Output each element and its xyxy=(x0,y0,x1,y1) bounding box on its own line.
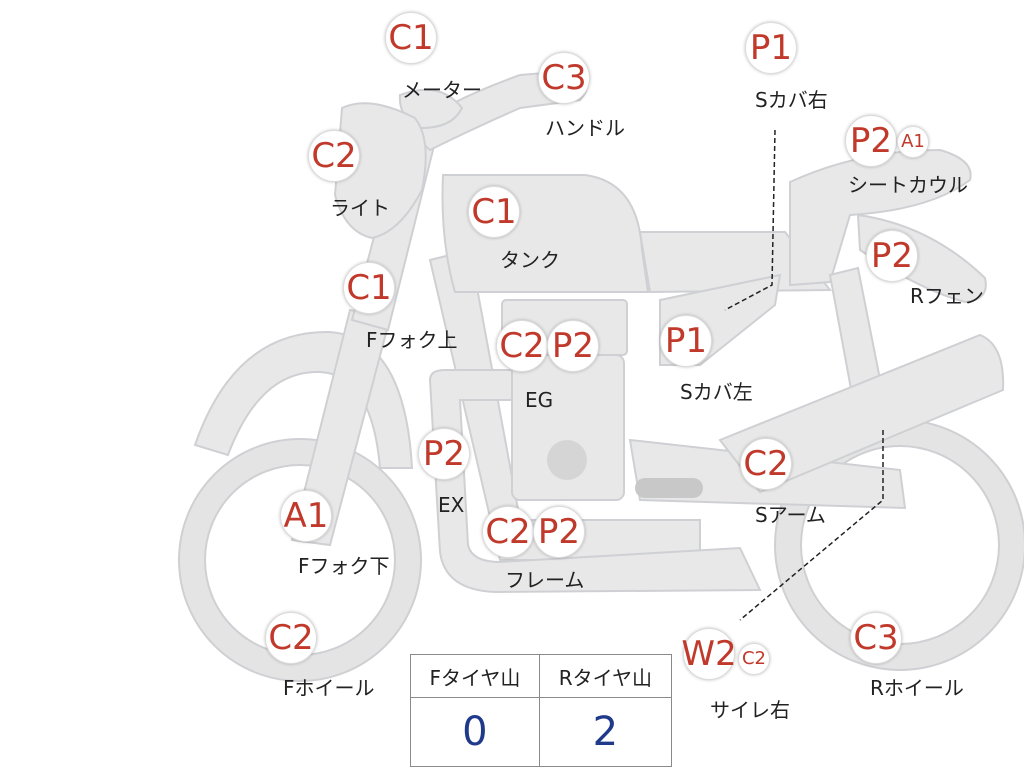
part-label: ハンドル xyxy=(545,116,625,140)
frame-downtube-shape xyxy=(428,369,762,594)
grade-badge: P1 xyxy=(745,22,797,74)
grade-badge: P2 xyxy=(418,428,470,480)
part-label: フレーム xyxy=(505,568,585,592)
part-label: Sアーム xyxy=(755,503,826,527)
leader-line-muffler-right xyxy=(739,430,884,621)
grade-badge: C3 xyxy=(538,52,590,104)
grade-badge: P1 xyxy=(660,315,712,367)
part-label: シートカウル xyxy=(848,173,968,197)
part-label: Fフォク下 xyxy=(298,554,390,578)
grade-badge: C2 xyxy=(738,643,770,675)
muffler-shape xyxy=(718,333,1005,494)
grade-badge: C2 xyxy=(740,438,792,490)
grade-badge: C3 xyxy=(850,612,902,664)
part-label: Sカバ右 xyxy=(755,88,828,112)
part-label: EG xyxy=(525,388,554,412)
rear-tyre-header: Rタイヤ山 xyxy=(538,654,673,698)
part-label: Fフォク上 xyxy=(366,328,458,352)
leader-line-sidecover-right xyxy=(724,129,776,311)
part-label: Fホイール xyxy=(283,676,375,700)
front-tyre-header: Fタイヤ山 xyxy=(410,654,540,698)
grade-badge: C2 xyxy=(496,320,548,372)
headlight-shape xyxy=(333,102,427,240)
grade-badge: A1 xyxy=(280,490,332,542)
front-tyre-value: 0 xyxy=(410,697,540,767)
grade-badge: C1 xyxy=(468,186,520,238)
grade-badge: P2 xyxy=(547,320,599,372)
grade-badge: C1 xyxy=(343,262,395,314)
part-label: Sカバ左 xyxy=(680,380,753,404)
grade-badge: A1 xyxy=(897,126,929,158)
grade-badge: C2 xyxy=(482,506,534,558)
seat-shape xyxy=(638,231,833,294)
part-label: ライト xyxy=(330,196,390,220)
rear-tyre-value: 2 xyxy=(538,697,673,767)
grade-badge: C1 xyxy=(385,12,437,64)
grade-badge: P2 xyxy=(845,115,897,167)
grade-badge: W2 xyxy=(681,628,737,680)
grade-badge: P2 xyxy=(533,506,585,558)
engine-cover-shape xyxy=(547,440,587,480)
part-label: タンク xyxy=(500,248,560,272)
part-label: メーター xyxy=(402,78,482,102)
part-label: サイレ右 xyxy=(710,698,790,722)
part-label: Rホイール xyxy=(870,676,964,700)
grade-badge: C2 xyxy=(308,130,360,182)
grade-badge: C2 xyxy=(265,612,317,664)
grade-badge: P2 xyxy=(866,230,918,282)
part-label: Rフェン xyxy=(910,284,984,308)
part-label: EX xyxy=(438,493,465,517)
tyre-tread-table: Fタイヤ山 Rタイヤ山 0 2 xyxy=(410,654,673,767)
footpeg-shape xyxy=(635,478,703,498)
